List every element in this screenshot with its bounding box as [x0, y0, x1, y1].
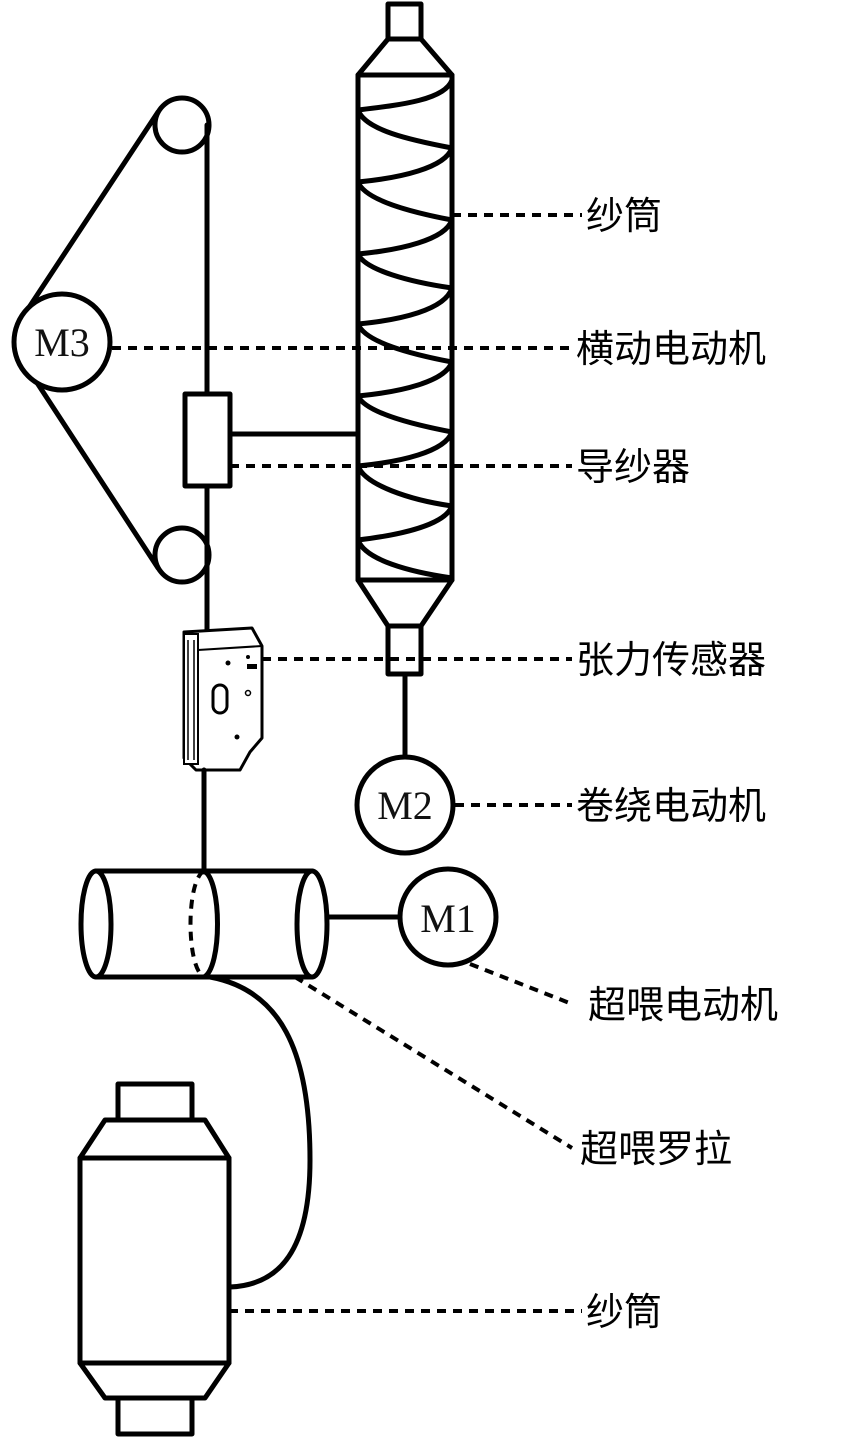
label-traverse-motor: 横动电动机 [576, 327, 767, 371]
upper-bobbin-bottom-cone [355, 577, 455, 629]
label-tension-sensor: 张力传感器 [576, 638, 767, 682]
label-lower-bobbin: 纱筒 [586, 1290, 663, 1334]
leader-overfeed-roller [293, 975, 574, 1150]
belt-upper-left [19, 109, 161, 321]
m3-label: M3 [34, 320, 90, 365]
lower-bobbin [77, 1081, 232, 1437]
yarn-path-to-lower-bobbin [207, 974, 313, 1290]
label-upper-bobbin: 纱筒 [586, 194, 663, 238]
upper-pulley [152, 95, 212, 155]
overfeed-roller [78, 868, 330, 980]
upper-bobbin [355, 1, 455, 677]
label-yarn-guide: 导纱器 [576, 445, 691, 489]
m1-label: M1 [420, 896, 476, 941]
m2-label: M2 [377, 783, 433, 828]
leader-overfeed-motor [469, 962, 573, 1006]
upper-bobbin-bottom-cap [385, 623, 424, 677]
tension-sensor [182, 626, 264, 772]
label-overfeed-motor: 超喂电动机 [588, 983, 779, 1027]
upper-bobbin-top-cap [385, 1, 424, 42]
label-overfeed-roller: 超喂罗拉 [580, 1127, 733, 1171]
m3-motor [11, 291, 113, 393]
lower-pulley [152, 525, 212, 585]
label-winding-motor: 卷绕电动机 [576, 784, 767, 828]
m1-motor [397, 866, 499, 968]
yarn-helix [355, 77, 455, 581]
yarn-guide [182, 391, 233, 489]
belt-lower-left [27, 369, 161, 571]
m2-motor [354, 754, 456, 856]
upper-bobbin-top-cone [355, 36, 455, 78]
traverse-belt-system: M3 [11, 95, 361, 633]
